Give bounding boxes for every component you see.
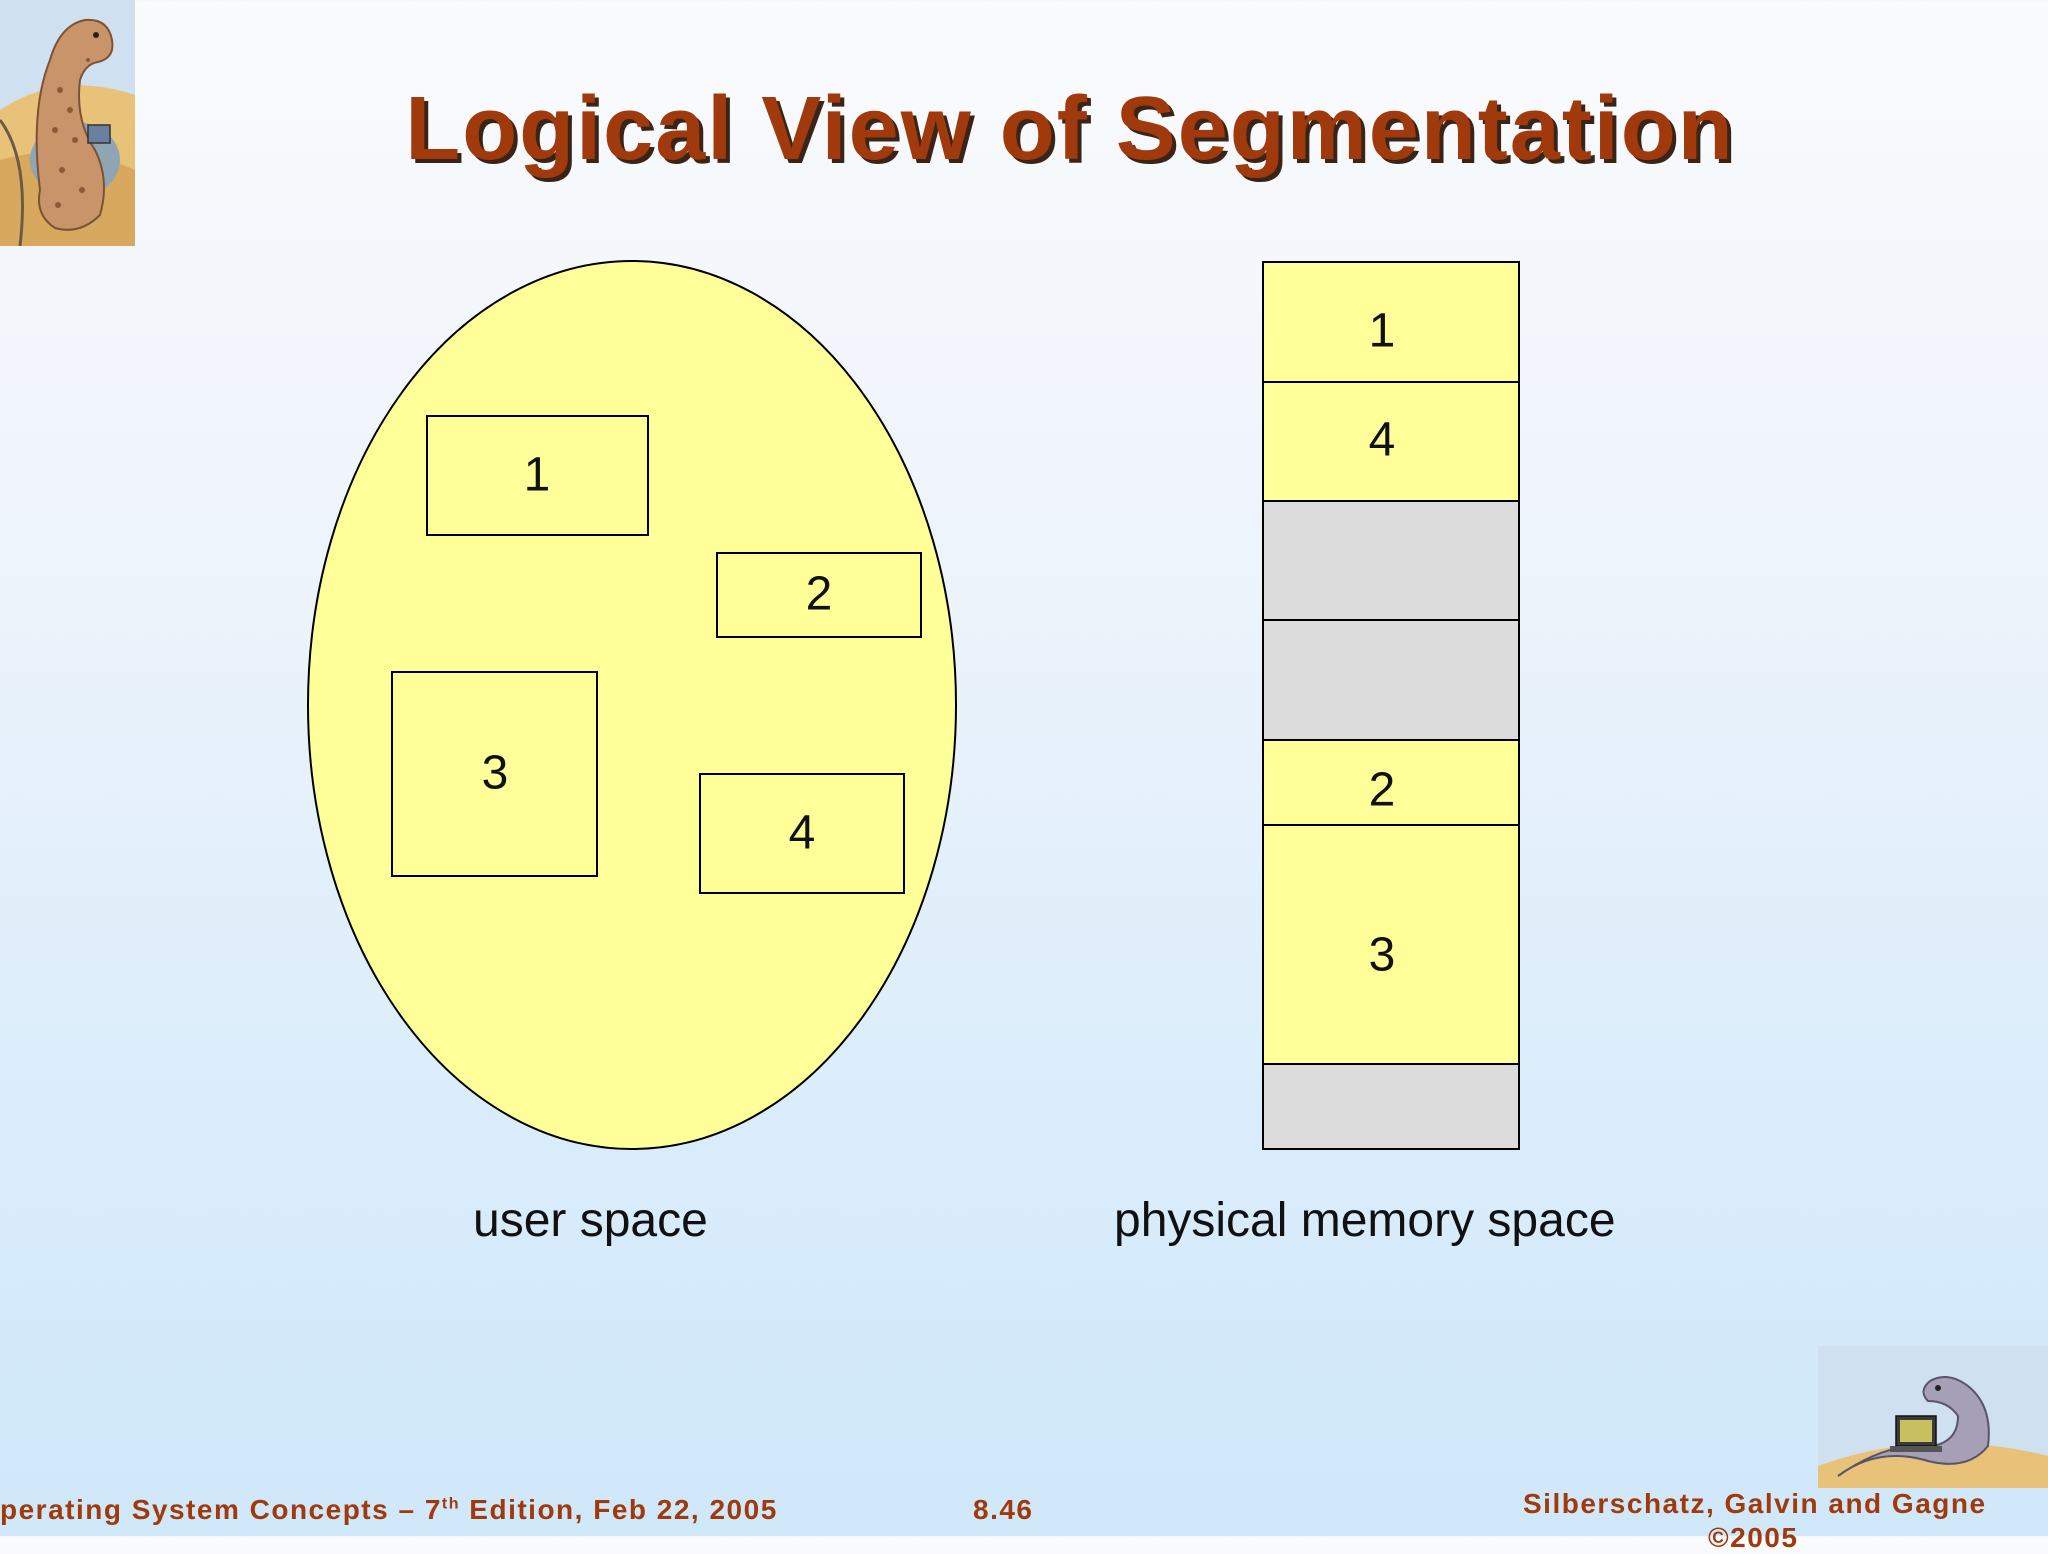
memory-block-free — [1262, 619, 1520, 741]
footer-course-text-end: Edition, Feb 22, 2005 — [460, 1494, 778, 1525]
user-segment-label: 2 — [806, 568, 833, 621]
memory-block-label: 4 — [1369, 414, 1396, 467]
footer-course-text: perating System Concepts – 7 — [0, 1494, 442, 1525]
memory-block-free — [1262, 500, 1520, 621]
user-space-caption: user space — [473, 1194, 708, 1247]
memory-block: 3 — [1262, 824, 1520, 1065]
user-segment-label: 3 — [482, 747, 509, 800]
dinosaur-reading-icon — [0, 0, 135, 247]
footer-authors: Silberschatz, Galvin and Gagne — [1523, 1488, 1987, 1519]
user-segment: 2 — [716, 552, 922, 638]
memory-block: 4 — [1262, 381, 1520, 502]
memory-block-label: 2 — [1369, 764, 1396, 817]
user-segment-label: 4 — [789, 807, 816, 860]
dinosaur-laptop-icon — [1818, 1346, 2048, 1488]
memory-block-label: 3 — [1369, 929, 1396, 982]
memory-block-free — [1262, 1063, 1520, 1150]
memory-block-label: 1 — [1369, 305, 1396, 358]
memory-block: 1 — [1262, 261, 1520, 383]
memory-block: 2 — [1262, 739, 1520, 826]
slide-title: Logical View of Segmentation — [405, 79, 1735, 179]
physical-memory-caption: physical memory space — [1114, 1194, 1616, 1247]
user-segment: 1 — [426, 415, 649, 536]
footer-page-number: 8.46 — [973, 1494, 1034, 1525]
user-segment: 4 — [699, 773, 905, 894]
user-segment: 3 — [391, 671, 598, 877]
footer-course: perating System Concepts – 7th Edition, … — [0, 1494, 778, 1526]
footer-course-superscript: th — [441, 1495, 461, 1513]
user-segment-label: 1 — [524, 449, 551, 502]
footer-copyright: ©2005 — [1708, 1522, 1799, 1553]
